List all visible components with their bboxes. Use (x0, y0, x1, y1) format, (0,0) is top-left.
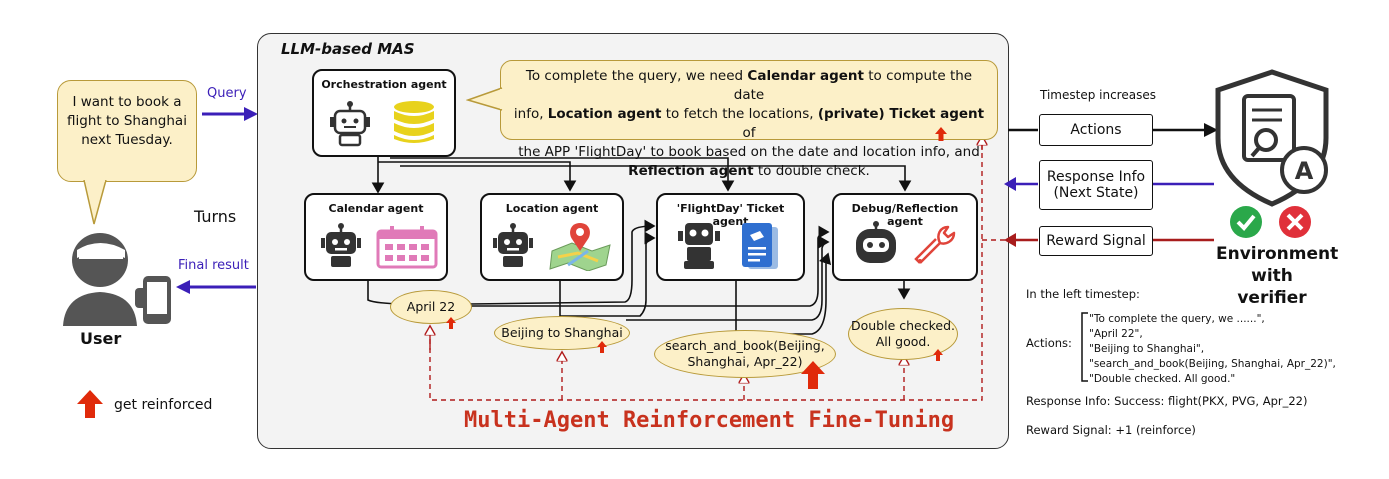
actions-bracket (1081, 312, 1088, 382)
details-heading: In the left timestep: (1026, 287, 1140, 301)
robot-outline-icon (330, 101, 370, 147)
user-query-line: I want to book a (72, 94, 182, 110)
user-query-line: flight to Shanghai (67, 113, 187, 129)
orchestration-reasoning-callout: To complete the query, we need Calendar … (500, 60, 998, 179)
ticket-agent-box: 'FlightDay' Ticket agent (656, 193, 805, 281)
reward-signal-label: Reward Signal (1046, 233, 1146, 249)
database-icon (394, 101, 434, 143)
list-item: "Beijing to Shanghai", (1089, 343, 1205, 355)
reinforce-arrow-icon (935, 127, 947, 141)
calendar-output-ellipse: April 22 (390, 290, 472, 324)
svg-text:A: A (1295, 157, 1314, 185)
callout-agent-name: (private) Ticket agent (817, 106, 985, 122)
wrench-icon (914, 225, 956, 264)
callout-text: the APP 'FlightDay' to book based on the… (518, 144, 980, 160)
callout-text: info, (513, 106, 548, 122)
callout-agent-name: Location agent (547, 106, 662, 122)
location-agent-title: Location agent (505, 202, 599, 215)
orchestration-agent-box: Orchestration agent (312, 69, 456, 157)
callout-agent-name: Calendar agent (747, 68, 864, 84)
callout-text: of (742, 125, 756, 141)
user-label: User (80, 329, 122, 348)
list-item: "To complete the query, we ......", (1089, 313, 1265, 325)
ticket-output-text: Shanghai, Apr_22) (687, 354, 803, 369)
location-agent-box: Location agent (480, 193, 624, 281)
callout-agent-name: Reflection agent (628, 163, 754, 179)
map-pin-icon (549, 223, 611, 271)
list-item: "April 22", (1089, 328, 1143, 340)
location-output-ellipse: Beijing to Shanghai (494, 316, 630, 350)
debug-output-text: Double checked. (850, 318, 956, 333)
user-icon (63, 233, 171, 326)
check-icon (1230, 206, 1262, 238)
reinforce-legend-icon (77, 390, 103, 418)
ticket-output-text: search_and_book(Beijing, (665, 338, 825, 353)
debug-agent-title: Debug/Reflection agent (851, 202, 959, 228)
mas-title: LLM-based MAS (281, 40, 415, 58)
calendar-icon (376, 226, 438, 269)
details-actions-list: "To complete the query, we ......", "Apr… (1089, 312, 1336, 387)
user-query-line: next Tuesday. (81, 132, 173, 148)
robot-icon (321, 223, 361, 267)
location-output-text: Beijing to Shanghai (501, 325, 623, 340)
reinforce-arrow-icon (933, 349, 943, 361)
legend-label: get reinforced (114, 397, 213, 413)
final-result-label: Final result (178, 258, 249, 273)
details-response-info: Response Info: Success: flight(PKX, PVG,… (1026, 394, 1308, 408)
response-info-label: Response Info (1046, 169, 1146, 185)
ticket-agent-title: 'FlightDay' Ticket agent (676, 202, 785, 228)
environment-arrows (1004, 123, 1218, 247)
actions-label: Actions (1070, 122, 1122, 138)
calendar-agent-title: Calendar agent (328, 202, 424, 215)
rft-title: Multi-Agent Reinforcement Fine-Tuning (464, 408, 955, 433)
debug-output-ellipse: Double checked. All good. (848, 308, 958, 360)
timestep-label: Timestep increases (1040, 88, 1156, 102)
callout-tail (466, 87, 504, 111)
details-reward-signal: Reward Signal: +1 (reinforce) (1026, 423, 1196, 437)
orchestration-agent-title: Orchestration agent (321, 78, 447, 91)
environment-label-line: with verifier (1237, 266, 1307, 308)
environment-label-line: Environment (1216, 244, 1339, 264)
list-item: "search_and_book(Beijing, Shanghai, Apr_… (1089, 358, 1336, 370)
debug-output-text: All good. (875, 334, 931, 349)
turns-label: Turns (194, 207, 237, 226)
callout-text: to fetch the locations, (661, 106, 818, 122)
final-result-arrow (176, 280, 256, 294)
debug-agent-box: Debug/Reflection agent (832, 193, 978, 281)
calendar-agent-box: Calendar agent (304, 193, 448, 281)
reinforce-arrow-icon (597, 341, 607, 353)
reinforce-arrow-large-icon (801, 361, 825, 389)
robot-arms-icon (678, 223, 720, 269)
user-bubble-tail (83, 180, 107, 225)
cross-icon (1279, 206, 1311, 238)
query-arrow (202, 107, 258, 121)
shield-verifier-icon: A (1215, 69, 1329, 207)
callout-text: to compute the date (733, 68, 973, 103)
ticket-document-icon (742, 223, 778, 269)
calendar-output-text: April 22 (406, 299, 456, 314)
response-info-label: (Next State) (1053, 185, 1139, 201)
callout-text: To complete the query, we need (525, 68, 748, 84)
query-arrow-label: Query (207, 86, 247, 101)
user-query-bubble: I want to book a flight to Shanghai next… (57, 80, 197, 182)
robot-icon (493, 223, 533, 267)
reinforce-arrow-icon (446, 317, 456, 329)
environment-label: Environment with verifier (1216, 243, 1339, 309)
actions-box: Actions (1039, 114, 1153, 146)
robot-head-icon (856, 221, 896, 263)
callout-text: to double check. (753, 163, 870, 179)
reward-signal-box: Reward Signal (1039, 226, 1153, 256)
response-info-box: Response Info (Next State) (1039, 160, 1153, 210)
list-item: "Double checked. All good." (1089, 373, 1236, 385)
details-actions-key: Actions: (1026, 336, 1072, 350)
